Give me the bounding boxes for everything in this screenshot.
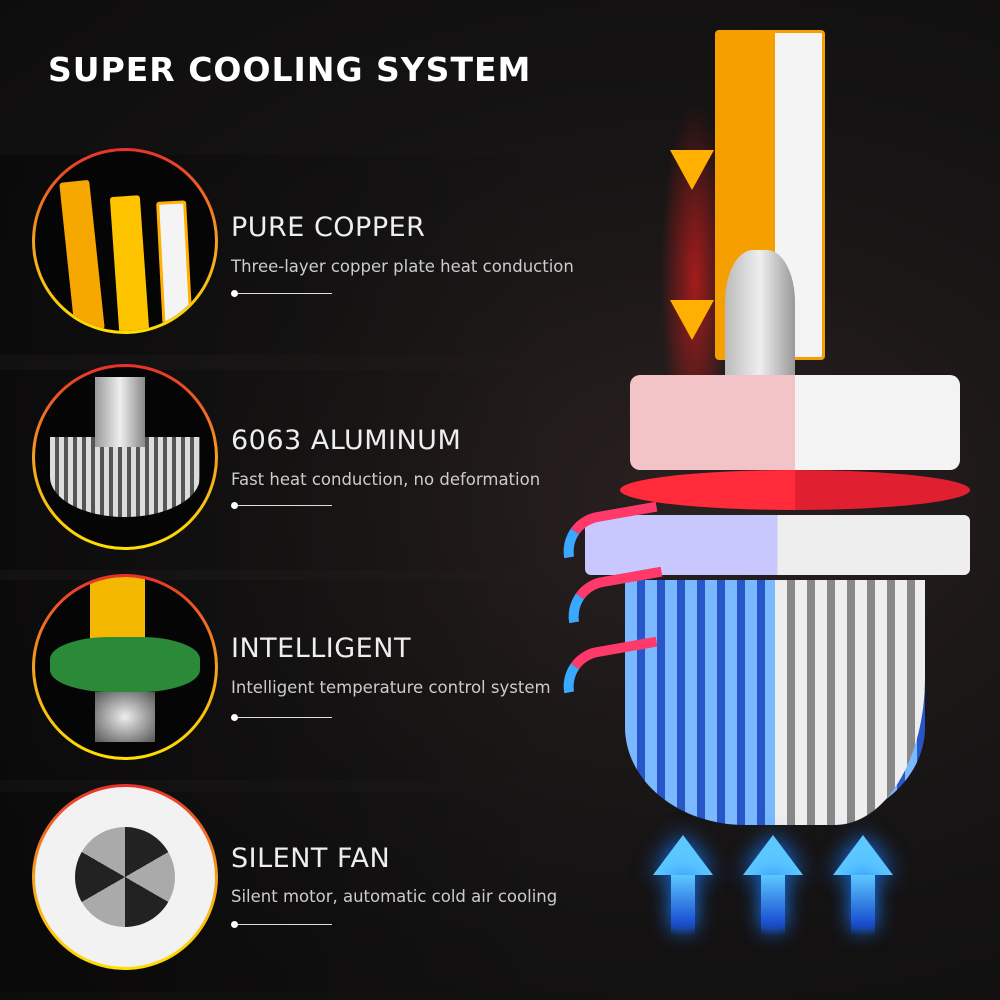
page-title: SUPER COOLING SYSTEM [48,50,532,89]
red-seal-ring [620,470,970,510]
circuit-image [32,574,218,760]
copper-image [32,148,218,334]
feature-title: 6063 ALUMINUM [231,425,462,456]
feature-title: INTELLIGENT [231,633,411,664]
feature-subtitle: Silent motor, automatic cold air cooling [231,887,558,906]
bulb-neck [725,250,795,380]
divider [231,921,332,928]
heat-sink-fins [775,580,925,825]
led-bulb-illustration [557,20,1000,1000]
feature-title: SILENT FAN [231,843,391,874]
cool-air-up-arrow-icon [653,835,713,875]
fan-image [32,784,218,970]
feature-subtitle: Fast heat conduction, no deformation [231,470,541,489]
bulb-base [630,375,960,470]
cool-air-up-arrow-stem [671,875,695,935]
divider [231,290,332,297]
aluminum-image [32,364,218,550]
feature-title: PURE COPPER [231,212,426,243]
cool-air-up-arrow-stem [761,875,785,935]
divider [231,502,332,509]
heat-down-arrow-icon [670,150,714,190]
locking-collar [585,515,970,575]
feature-subtitle: Intelligent temperature control system [231,678,551,697]
cool-air-up-arrow-icon [743,835,803,875]
heat-down-arrow-icon [670,300,714,340]
feature-subtitle: Three-layer copper plate heat conduction [231,257,574,276]
cool-air-up-arrow-icon [833,835,893,875]
cool-air-up-arrow-stem [851,875,875,935]
divider [231,714,332,721]
